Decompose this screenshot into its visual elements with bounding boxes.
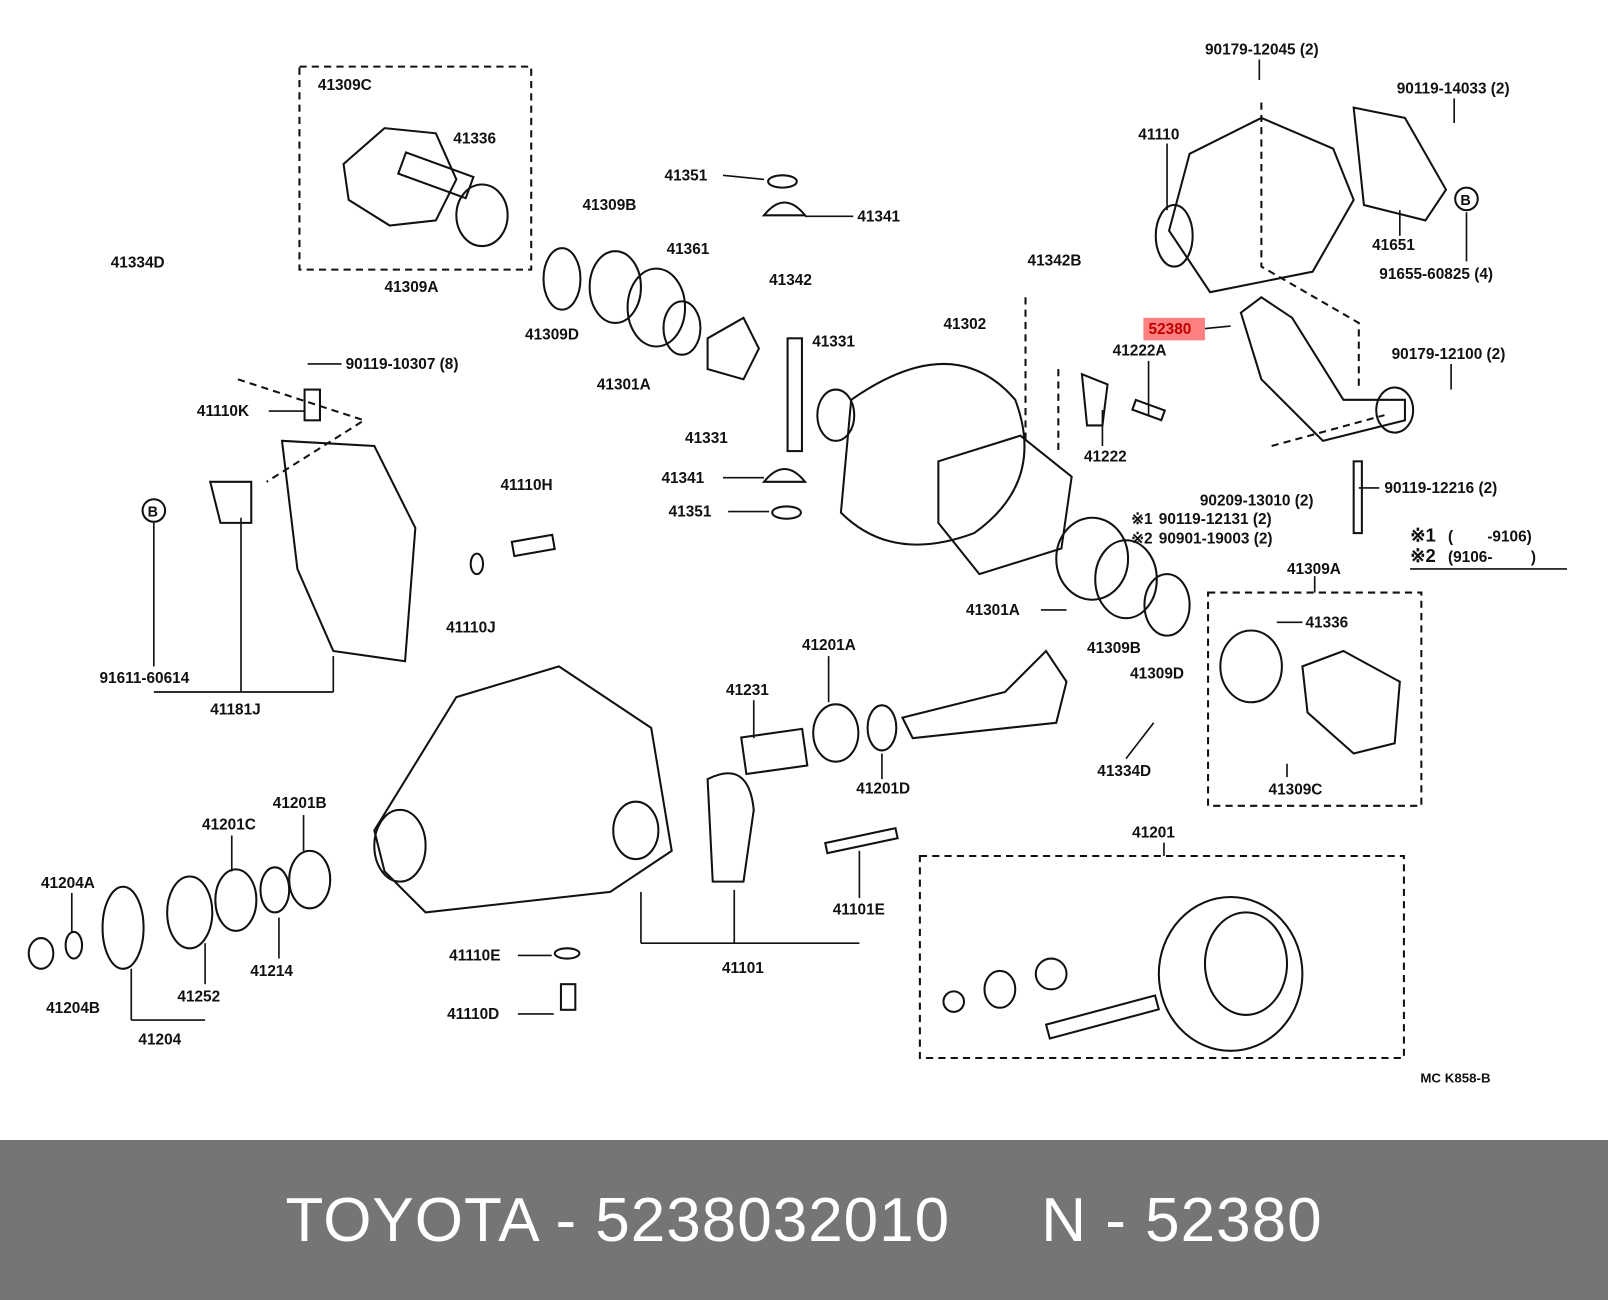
label-41336[interactable]: 41336 (453, 131, 496, 148)
label-90119-12216[interactable]: 90119-12216 (2) (1384, 480, 1497, 497)
group-box-41309A-right (1207, 591, 1423, 807)
ref-circle-b-left: B (141, 498, 167, 523)
label-41334D-right[interactable]: 41334D (1097, 763, 1151, 780)
label-41361[interactable]: 41361 (667, 241, 710, 258)
label-41651[interactable]: 41651 (1372, 237, 1415, 254)
label-41181J[interactable]: 41181J (210, 702, 260, 719)
label-41201B[interactable]: 41201B (273, 795, 327, 812)
label-41110[interactable]: 41110 (1138, 126, 1179, 143)
label-41334D[interactable]: 41334D (111, 255, 165, 272)
label-41101[interactable]: 41101 (722, 960, 764, 977)
highlight-52380 (1143, 317, 1205, 341)
leader-lines (70, 59, 1468, 1021)
legend-mark-2: ※2 (1410, 545, 1436, 566)
label-52380[interactable]: 52380 (1149, 321, 1192, 338)
drawing-code: MC K858-B (1420, 1071, 1491, 1086)
footer-ref-number: N - 52380 (1041, 1185, 1323, 1255)
label-41342B[interactable]: 41342B (1028, 253, 1082, 270)
parts-diagram: 41309C 41336 41334D 41309A 41351 41341 4… (27, 41, 1567, 1086)
label-41110E[interactable]: 41110E (449, 948, 500, 965)
label-41201C[interactable]: 41201C (202, 816, 256, 833)
label-41110D[interactable]: 41110D (447, 1006, 499, 1023)
label-91655-60825[interactable]: 91655-60825 (4) (1379, 266, 1493, 283)
label-41222A[interactable]: 41222A (1113, 343, 1167, 360)
label-90179-12045[interactable]: 90179-12045 (2) (1205, 41, 1319, 58)
label-41231[interactable]: 41231 (726, 682, 769, 699)
label-41110J[interactable]: 41110J (446, 620, 496, 637)
label-41309A-right[interactable]: 41309A (1287, 561, 1341, 578)
label-90901-19003[interactable]: 90901-19003 (2) (1159, 530, 1273, 547)
label-41222[interactable]: 41222 (1084, 448, 1127, 465)
label-41309B-right[interactable]: 41309B (1087, 640, 1141, 657)
label-41309C[interactable]: 41309C (318, 77, 372, 94)
label-41341[interactable]: 41341 (857, 208, 900, 225)
label-41301A[interactable]: 41301A (597, 377, 651, 394)
label-41309B[interactable]: 41309B (582, 197, 636, 214)
footer-bar: TOYOTA - 5238032010 N - 52380 (0, 1140, 1608, 1300)
note-mark-1: ※1 (1131, 511, 1153, 528)
label-41336-right[interactable]: 41336 (1305, 614, 1348, 631)
label-90119-14033[interactable]: 90119-14033 (2) (1397, 80, 1510, 97)
label-41302[interactable]: 41302 (943, 316, 986, 333)
ref-b-right-letter: B (1460, 193, 1470, 209)
ref-circle-b-right: B (1454, 186, 1479, 212)
label-41351-lower[interactable]: 41351 (669, 504, 712, 521)
label-41331-lower[interactable]: 41331 (685, 430, 728, 447)
label-41309D-right[interactable]: 41309D (1130, 666, 1184, 683)
label-90209-13010[interactable]: 90209-13010 (2) (1200, 492, 1314, 509)
group-box-41201 (918, 855, 1405, 1060)
label-41101E[interactable]: 41101E (833, 901, 885, 918)
label-90119-12131[interactable]: 90119-12131 (2) (1159, 511, 1272, 528)
legend-range-1: ( -9106) (1448, 528, 1532, 545)
label-41201D[interactable]: 41201D (856, 780, 910, 797)
label-41204[interactable]: 41204 (138, 1032, 181, 1049)
legend-mark-1: ※1 (1410, 524, 1436, 545)
footer-gap (950, 1185, 1041, 1256)
note-mark-2: ※2 (1131, 530, 1152, 547)
label-91611-60614[interactable]: 91611-60614 (99, 670, 189, 687)
label-41309C-right[interactable]: 41309C (1269, 782, 1323, 799)
label-41201[interactable]: 41201 (1132, 825, 1175, 842)
group-box-41309A-top (298, 65, 533, 271)
label-41110K[interactable]: 41110K (197, 403, 249, 420)
part-shapes (27, 106, 1448, 1052)
part-labels: 41309C 41336 41334D 41309A 41351 41341 4… (41, 41, 1567, 1086)
label-41351[interactable]: 41351 (665, 167, 708, 184)
label-41301A-right[interactable]: 41301A (966, 602, 1020, 619)
label-41309A[interactable]: 41309A (385, 279, 439, 296)
label-41204B[interactable]: 41204B (46, 1000, 100, 1017)
label-41201A[interactable]: 41201A (802, 637, 856, 654)
label-41252[interactable]: 41252 (177, 989, 220, 1006)
footer-part-number: TOYOTA - 5238032010 (285, 1185, 951, 1255)
ref-b-left-letter: B (148, 505, 158, 521)
label-41341-lower[interactable]: 41341 (661, 470, 704, 487)
label-41204A[interactable]: 41204A (41, 875, 95, 892)
label-90179-12100[interactable]: 90179-12100 (2) (1392, 346, 1506, 363)
label-41331[interactable]: 41331 (812, 334, 855, 351)
label-41309D[interactable]: 41309D (525, 326, 579, 343)
label-90119-10307[interactable]: 90119-10307 (8) (346, 356, 459, 373)
label-41214[interactable]: 41214 (250, 963, 293, 980)
legend-range-2: (9106- ) (1448, 549, 1536, 566)
label-41342[interactable]: 41342 (769, 272, 812, 289)
label-41110H[interactable]: 41110H (500, 477, 552, 494)
